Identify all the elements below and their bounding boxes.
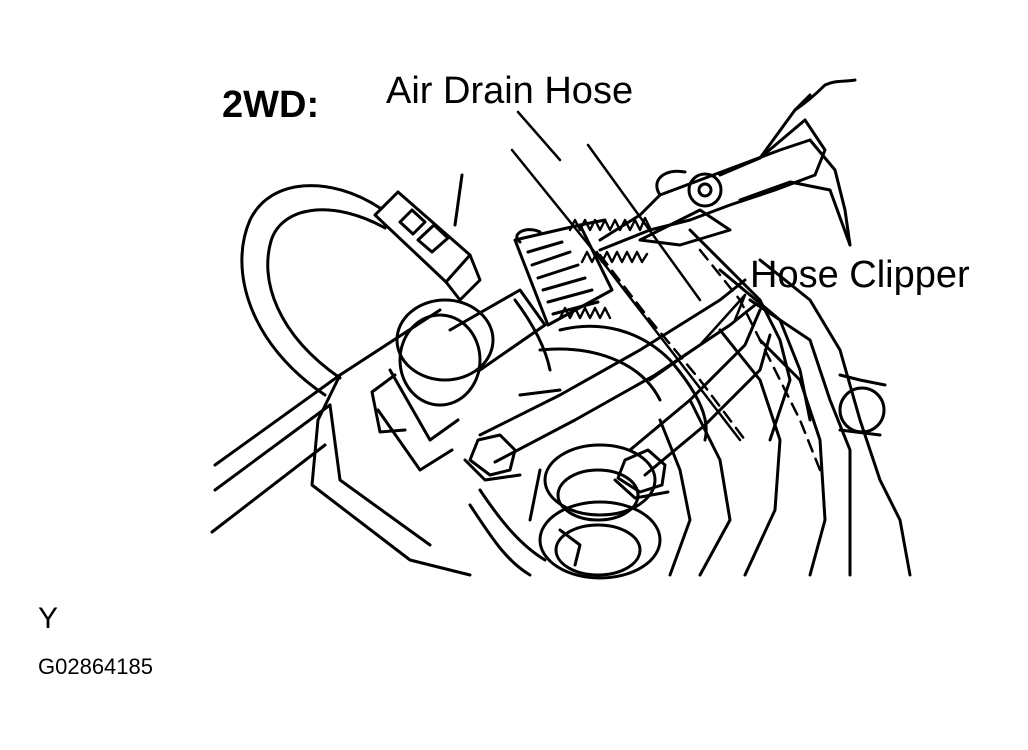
bracket-lines	[210, 308, 472, 577]
lower-fittings	[468, 443, 662, 580]
hose-clipper-leader	[648, 293, 747, 382]
hose-clipper-leader-2	[733, 293, 747, 322]
figure-id-label: G02864185	[38, 654, 153, 679]
view-code-label: Y	[38, 602, 59, 635]
hose-clipper-tool	[598, 78, 857, 252]
hose-spring	[558, 216, 652, 320]
hose-clipper-label: Hose Clipper	[750, 254, 970, 296]
air-drain-leader-1	[516, 110, 562, 162]
air-drain-leader-3	[586, 143, 702, 302]
main-hose-body	[448, 218, 708, 442]
hose-clamps	[463, 433, 670, 500]
loop-hose	[240, 184, 387, 397]
hidden-lines	[598, 248, 822, 472]
engine-contours	[658, 228, 912, 577]
leader-lines	[510, 110, 747, 442]
air-drain-leader-2	[510, 148, 742, 442]
left-fitting	[370, 298, 495, 472]
air-drain-hose-label: Air Drain Hose	[386, 70, 634, 112]
electrical-connector	[373, 173, 482, 302]
section-label-2wd: 2WD:	[222, 84, 320, 126]
crossing-tubes	[478, 278, 772, 477]
